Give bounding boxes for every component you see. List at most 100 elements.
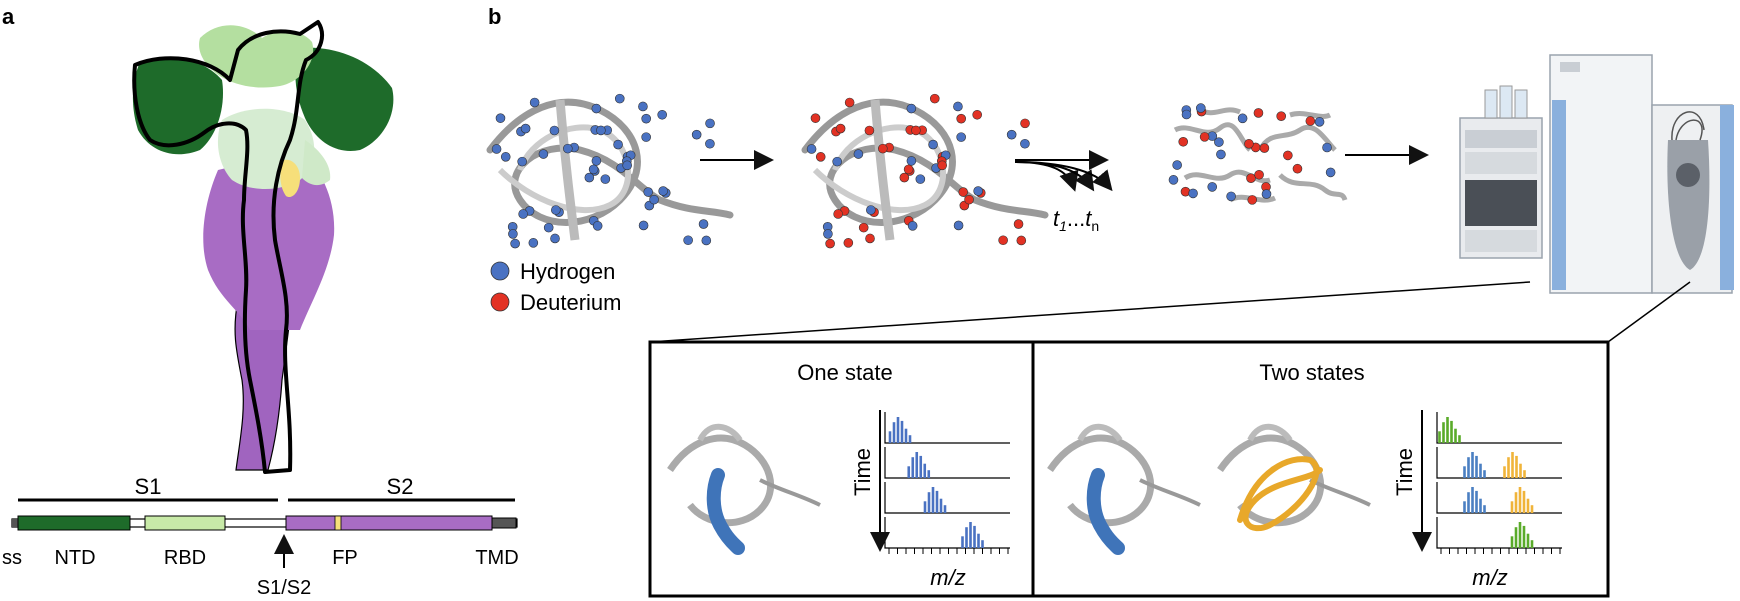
one-state-title: One state — [797, 360, 892, 385]
spectrum-axis — [884, 482, 1010, 514]
lc-ms-instrument — [1459, 54, 1734, 294]
two-states-mz-label: m/z — [1472, 565, 1507, 590]
hydrogen-dot — [1226, 191, 1236, 202]
legend: Hydrogen Deuterium — [490, 259, 621, 315]
hydrogen-dot — [1181, 109, 1192, 120]
deuterium-dot — [1178, 136, 1189, 147]
deuterium-dot — [844, 97, 855, 108]
hydrogen-dot — [638, 220, 649, 231]
deuterium-dot — [843, 238, 854, 248]
hydrogen-dot — [510, 238, 520, 249]
hydrogen-dots — [491, 93, 715, 249]
domain-label-fp: FP — [332, 547, 358, 569]
deuterium-dot — [899, 172, 910, 183]
hydrogen-dot — [701, 235, 712, 246]
deuterium-dot — [1016, 235, 1027, 246]
fp-segment — [334, 515, 342, 531]
hydrogen-dot — [1188, 188, 1198, 199]
deuterium-dot — [1276, 111, 1287, 122]
deuterium-dot — [972, 109, 982, 120]
legend-hydrogen-label: Hydrogen — [520, 259, 615, 284]
deuterium-dot — [1292, 163, 1303, 174]
hydrogen-dot — [508, 229, 518, 239]
one-state-mz-label: m/z — [930, 565, 965, 590]
two-state-protein-open — [1217, 423, 1371, 532]
deuterium-dot — [903, 164, 914, 175]
hydrogen-dot — [641, 132, 651, 142]
deuterium-dot — [1305, 116, 1316, 126]
one-state-protein — [667, 423, 821, 555]
zoom-line-right — [1607, 281, 1691, 343]
hydrogen-dot — [658, 186, 668, 196]
hydrogen-dot — [683, 235, 693, 246]
hydrogen-dot — [915, 174, 926, 184]
hydrogen-dot — [596, 125, 606, 136]
domain-map: S1 S2 ss NTD RBD FP TMD S1/S2 — [2, 474, 519, 599]
peptide-dots — [1168, 103, 1336, 205]
hydrogen-dot — [906, 103, 917, 114]
protein-hydrogen-labeled — [486, 98, 734, 241]
hydrogen-dot — [853, 149, 864, 159]
hydrogen-dot — [956, 132, 966, 142]
ntd-segment — [17, 515, 131, 531]
domain-label-tmd: TMD — [475, 547, 518, 569]
deuterium-dot — [1020, 118, 1030, 129]
hydrogen-dot — [1325, 167, 1336, 178]
hydrogen-dot — [1314, 117, 1325, 127]
deuterium-dot — [1247, 195, 1258, 205]
hydrogen-dot — [600, 174, 611, 184]
domain-label-ss: ss — [2, 547, 22, 569]
one-state-time-label: Time — [850, 448, 875, 496]
deuterium-dot — [825, 238, 835, 249]
hydrogen-dot — [622, 160, 632, 171]
deuterium-dot — [1013, 219, 1024, 229]
legend-deuterium-marker — [490, 292, 510, 312]
deuterium-dot — [1253, 108, 1264, 118]
hydrogen-dot — [1207, 182, 1218, 192]
deuterium-dot — [864, 125, 875, 136]
hydrogen-dot — [491, 144, 502, 154]
hydrogen-dot — [549, 125, 560, 136]
tmd-segment — [491, 517, 517, 529]
cleavage-site-label: S1/S2 — [257, 577, 311, 599]
domain-label-ntd: NTD — [54, 547, 95, 569]
hydrogen-dot — [543, 222, 554, 233]
deuterium-dot — [1254, 169, 1264, 180]
hydrogen-dot — [591, 103, 602, 114]
hydrogen-dot — [614, 93, 625, 104]
hydrogen-dot — [1196, 103, 1206, 113]
zoom-line-left — [649, 281, 1531, 343]
hydrogen-dot — [705, 118, 715, 129]
hydrogen-dot — [591, 156, 602, 166]
hydrogen-dot — [520, 123, 531, 134]
hydrogen-dot — [638, 101, 648, 112]
two-states-spectra — [1436, 412, 1562, 554]
hydrogen-dot — [1261, 189, 1272, 199]
hydrogen-dot — [1214, 137, 1224, 147]
hydrogen-dot — [953, 220, 964, 231]
hydrogen-dot — [657, 109, 667, 120]
deuterium-dot — [958, 187, 969, 197]
deuterium-dot — [865, 233, 875, 244]
hydrogen-dot — [832, 156, 842, 167]
deuterium-dot — [1246, 173, 1256, 183]
panel-label-b: b — [488, 4, 501, 29]
hydrogen-dot — [973, 186, 983, 196]
s2-segment — [285, 515, 493, 531]
deuterium-dot — [833, 209, 843, 219]
deuterium-dot — [1244, 139, 1254, 149]
deuterium-dot — [998, 235, 1008, 246]
hydrogen-dot — [928, 139, 938, 150]
hydrogen-dot — [613, 139, 623, 150]
inset-box — [648, 340, 1610, 598]
hydrogen-dot — [550, 233, 560, 244]
hydrogen-dot — [592, 221, 603, 231]
hydrogen-dot — [563, 143, 573, 154]
hydrogen-dot — [907, 221, 918, 231]
hydrogen-dot — [529, 97, 540, 108]
deuterium-dot — [878, 143, 888, 154]
hydrogen-dot — [698, 219, 709, 229]
deuterium-dot — [956, 113, 966, 124]
ss-segment — [12, 519, 18, 527]
deuterium-dot — [964, 194, 974, 205]
